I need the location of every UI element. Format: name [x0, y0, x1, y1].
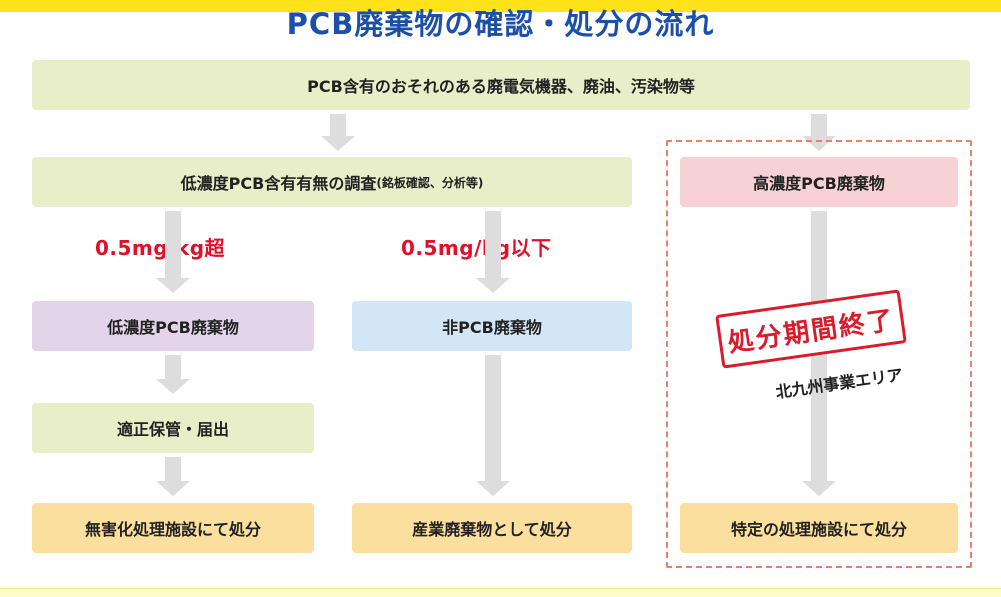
arrow-survey-to-low-head [156, 278, 190, 293]
storage-label: 適正保管・届出 [116, 420, 229, 439]
arrow-survey-to-non [485, 211, 501, 278]
detox-disposal-box: 無害化処理施設にて処分 [32, 503, 314, 553]
high-concentration-label: 高濃度PCB廃棄物 [753, 174, 885, 193]
arrow-high-to-specific-head [802, 481, 836, 496]
arrow-start-to-high-head [802, 136, 836, 151]
detox-disposal-label: 無害化処理施設にて処分 [84, 520, 261, 539]
survey-sub-label: (銘板確認、分析等) [376, 175, 484, 190]
threshold-over-label: 0.5mg/kg超 [95, 236, 226, 260]
title-band [0, 0, 1001, 12]
arrow-storage-to-detox [165, 457, 181, 481]
arrow-non-to-industrial [485, 355, 501, 481]
non-pcb-box: 非PCB廃棄物 [352, 301, 632, 351]
arrow-start-to-survey-head [321, 136, 355, 151]
high-concentration-group-border [666, 140, 972, 568]
threshold-under-label: 0.5mg/kg以下 [401, 236, 552, 260]
industrial-disposal-label: 産業廃棄物として処分 [412, 520, 572, 539]
arrow-low-to-storage-head [156, 379, 190, 394]
arrow-storage-to-detox-head [156, 481, 190, 496]
industrial-disposal-box: 産業廃棄物として処分 [352, 503, 632, 553]
low-concentration-box: 低濃度PCB廃棄物 [32, 301, 314, 351]
start-label: PCB含有のおそれのある廃電気機器、廃油、汚染物等 [307, 77, 695, 96]
start-box: PCB含有のおそれのある廃電気機器、廃油、汚染物等 [32, 60, 970, 110]
storage-box: 適正保管・届出 [32, 403, 314, 453]
low-concentration-label: 低濃度PCB廃棄物 [107, 318, 239, 337]
non-pcb-label: 非PCB廃棄物 [442, 318, 542, 337]
high-concentration-box: 高濃度PCB廃棄物 [680, 157, 958, 207]
page-title: PCB廃棄物の確認・処分の流れ [286, 7, 715, 41]
arrow-non-to-industrial-head [476, 481, 510, 496]
footer-band [0, 588, 1001, 597]
survey-box: 低濃度PCB含有有無の調査(銘板確認、分析等) [32, 157, 632, 207]
arrow-low-to-storage [165, 355, 181, 379]
arrow-start-to-high [811, 114, 827, 136]
arrow-survey-to-non-head [476, 278, 510, 293]
arrow-start-to-survey [330, 114, 346, 136]
specific-disposal-label: 特定の処理施設にて処分 [730, 520, 907, 539]
arrow-survey-to-low [165, 211, 181, 278]
specific-disposal-box: 特定の処理施設にて処分 [680, 503, 958, 553]
survey-label: 低濃度PCB含有有無の調査 [180, 174, 377, 193]
